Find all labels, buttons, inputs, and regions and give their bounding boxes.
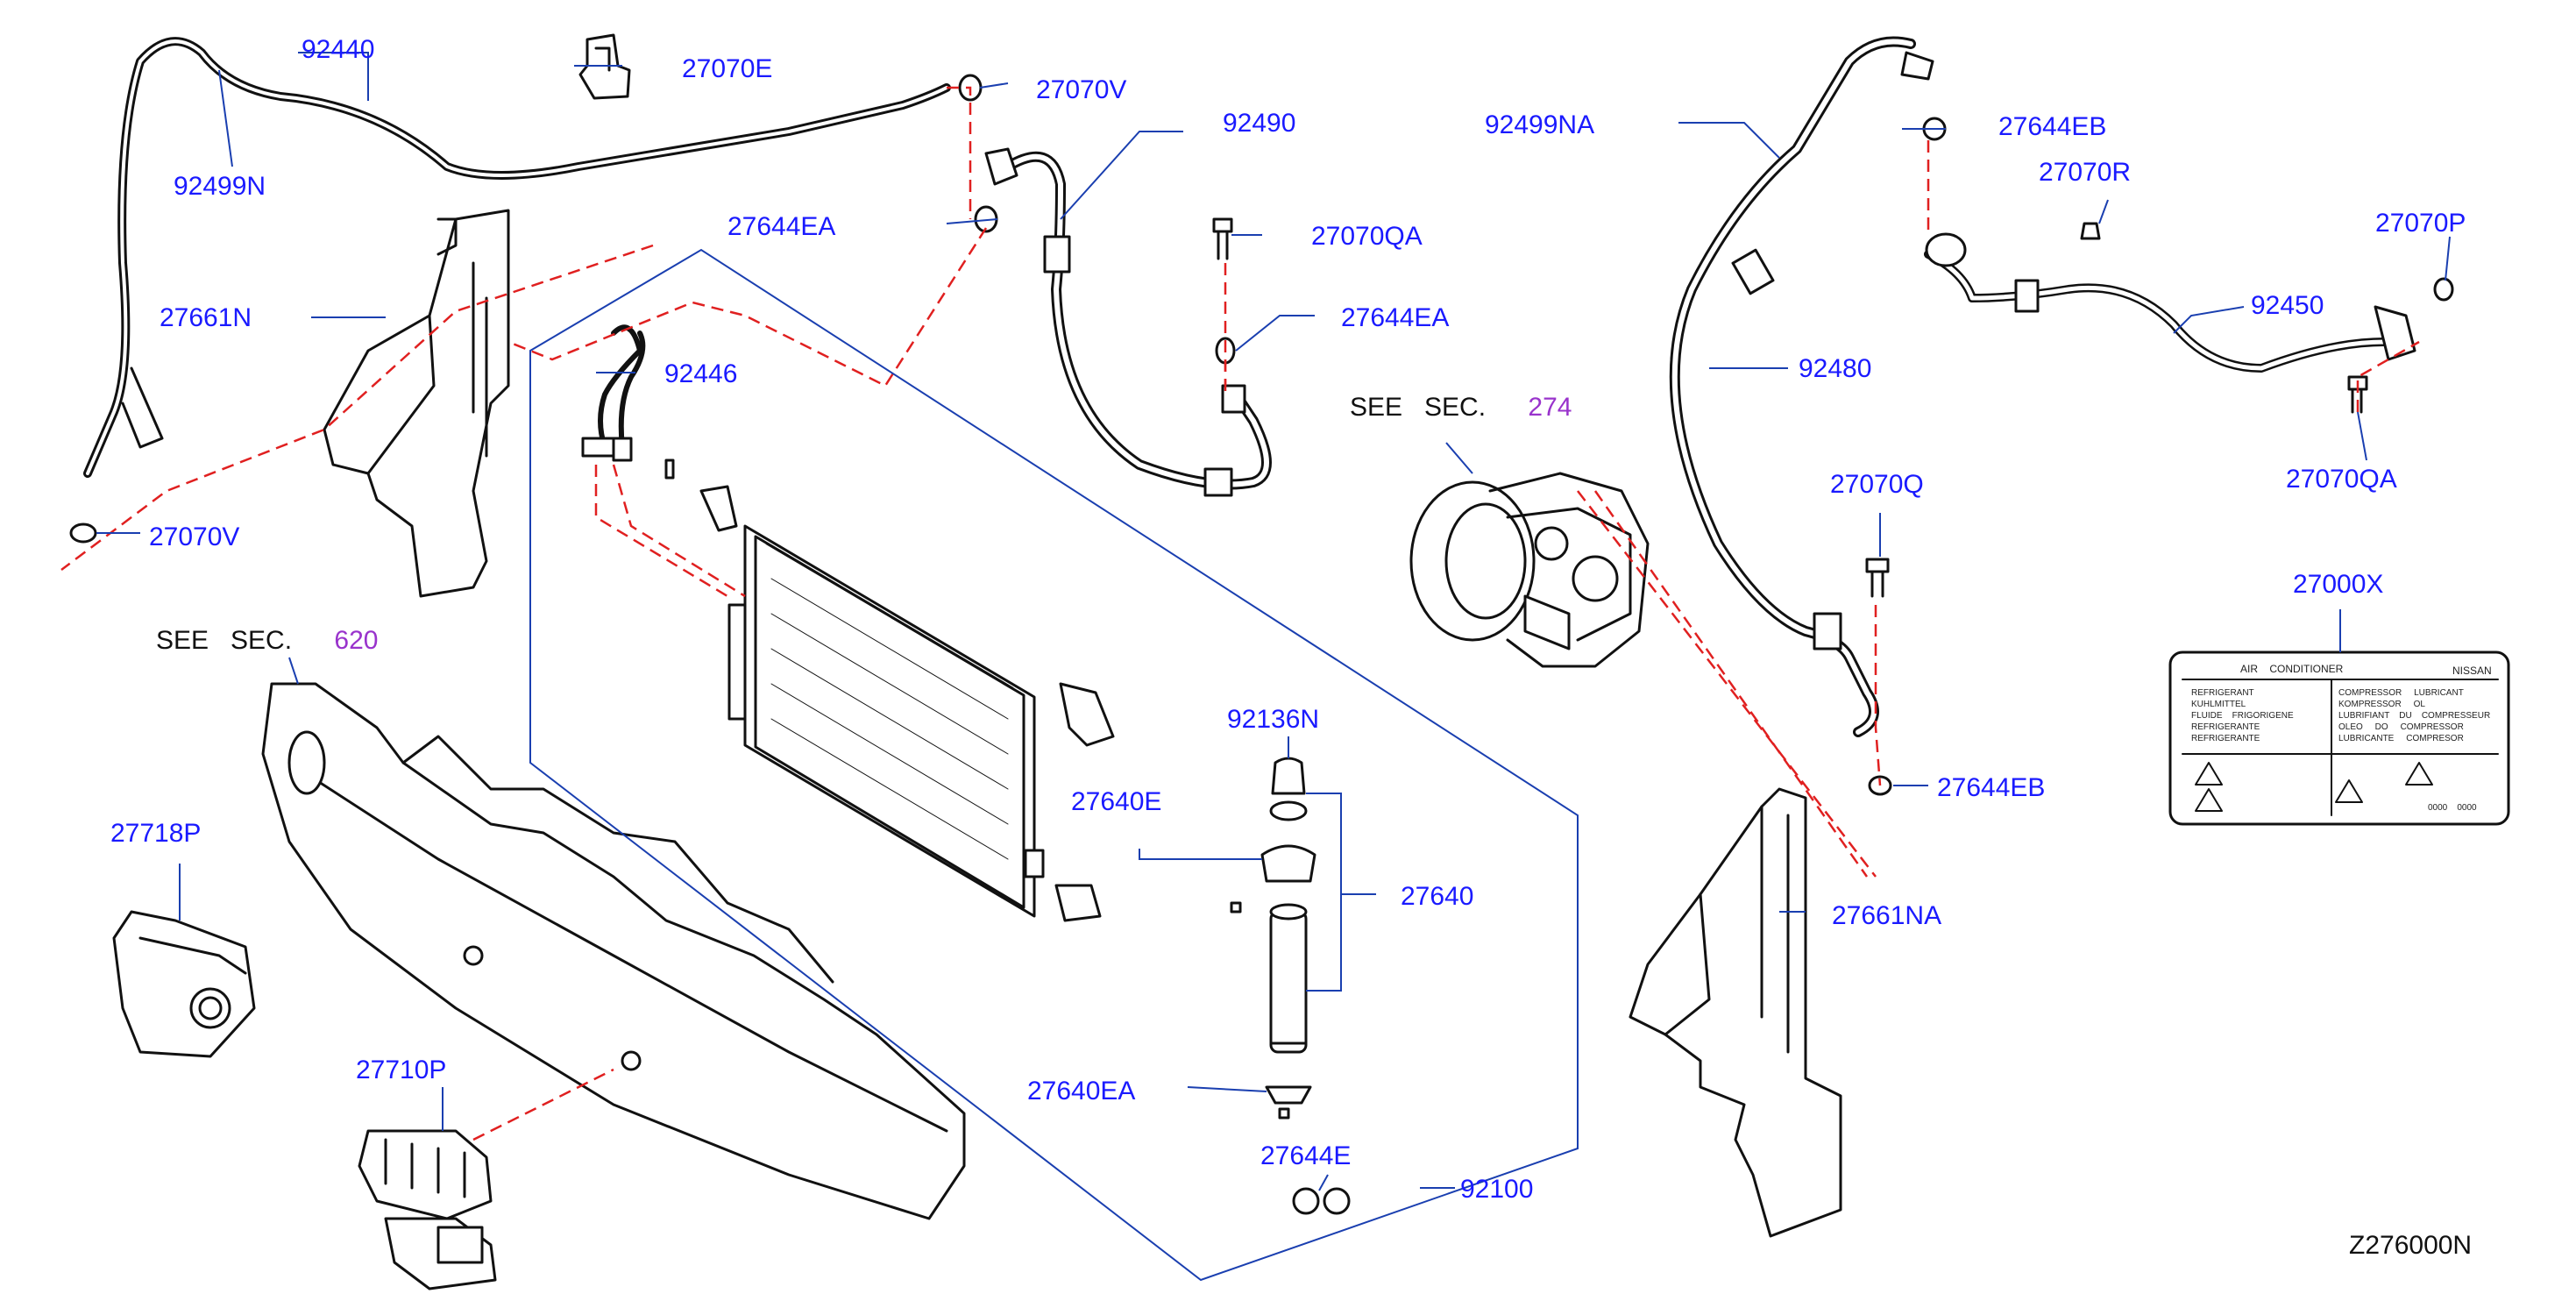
ac-label-title: AIR CONDITIONER [2240, 663, 2344, 675]
ac-label-left-col: REFRIGERANT KUHLMITTEL FLUIDE FRIGORIGEN… [2191, 687, 2294, 744]
ac-right-line: LUBRIFIANT DU COMPRESSEUR [2338, 711, 2491, 721]
condenser-92100 [699, 485, 1115, 922]
label-92440: 92440 [302, 35, 375, 64]
clip-27070r [2080, 222, 2101, 240]
harness-92446 [581, 324, 646, 462]
hose-92480 [1669, 36, 1934, 737]
label-27070v-top: 27070V [1036, 75, 1127, 104]
ref-see-sec-274: SEE SEC. 274 [1350, 395, 1572, 421]
ac-right-line: KOMPRESSOR OL [2338, 700, 2425, 709]
ref-620-prefix: SEE SEC. [156, 626, 293, 655]
label-27000x: 27000X [2293, 570, 2384, 599]
air-guide-27661n [323, 209, 510, 598]
assembly-lines [60, 86, 2420, 1141]
label-27710p: 27710P [356, 1056, 447, 1084]
label-27070r: 27070R [2039, 158, 2132, 187]
hose-92440 [83, 37, 951, 478]
label-92100: 92100 [1460, 1175, 1534, 1204]
label-92446: 92446 [664, 359, 738, 388]
label-27661n: 27661N [160, 303, 252, 332]
bolt-27070qa-mid [1212, 217, 1233, 260]
ac-right-line: OLEO DO COMPRESSOR [2338, 722, 2464, 732]
label-27661na: 27661NA [1832, 901, 1942, 930]
label-27644eb-top: 27644EB [1998, 112, 2107, 141]
label-27070v-left: 27070V [149, 523, 240, 551]
washer-27070v-left [69, 523, 97, 544]
screw-small [664, 459, 675, 480]
hose-92490 [984, 147, 1272, 497]
compressor [1409, 472, 1650, 668]
ref-620-number: 620 [334, 626, 379, 655]
label-92499n: 92499N [174, 172, 266, 201]
o-ring-27644e-b [1323, 1187, 1351, 1215]
ac-left-line: REFRIGERANTE [2191, 722, 2260, 732]
label-27070p: 27070P [2375, 209, 2466, 238]
label-27640e: 27640E [1071, 787, 1162, 816]
ac-left-line: KUHLMITTEL [2191, 700, 2246, 709]
label-27644eb-bot: 27644EB [1937, 773, 2046, 802]
label-92450: 92450 [2251, 291, 2324, 320]
label-92490: 92490 [1223, 109, 1296, 138]
label-27070qa-mid: 27070QA [1311, 222, 1423, 251]
ref-274-number: 274 [1528, 393, 1572, 422]
ac-left-line: FLUIDE FRIGORIGENE [2191, 711, 2294, 721]
label-27640ea: 27640EA [1027, 1077, 1136, 1105]
ac-right-line: LUBRICANTE COMPRESOR [2338, 734, 2464, 743]
ac-label-code: 0000 0000 [2428, 803, 2477, 813]
label-27070e: 27070E [682, 54, 773, 83]
label-92480: 92480 [1799, 354, 1872, 383]
air-guide-27661na [1629, 787, 1842, 1238]
receiver-27640 [1230, 757, 1316, 1120]
label-27644ea-top: 27644EA [727, 212, 836, 241]
o-ring-27644e-a [1292, 1187, 1320, 1215]
label-92499na: 92499NA [1485, 110, 1595, 139]
bolt-27070q [1865, 558, 1890, 598]
label-27070qa-right: 27070QA [2286, 465, 2397, 494]
label-27070q: 27070Q [1830, 470, 1924, 499]
ac-right-line: COMPRESSOR LUBRICANT [2338, 688, 2464, 698]
ac-label-right-col: COMPRESSOR LUBRICANT KOMPRESSOR OL LUBRI… [2338, 687, 2490, 744]
leader-lines [96, 52, 2451, 1191]
diagram-code: Z276000N [2349, 1231, 2473, 1260]
condenser-assembly-outline [529, 248, 1579, 1282]
label-27644ea-mid: 27644EA [1341, 303, 1450, 332]
ac-left-line: REFRIGERANT [2191, 688, 2254, 698]
bolt-27070qa-right [2347, 375, 2368, 414]
label-92136n: 92136N [1227, 705, 1320, 734]
ref-see-sec-620: SEE SEC. 620 [156, 628, 378, 654]
ac-left-line: REFRIGERANTE [2191, 734, 2260, 743]
label-27718p: 27718P [110, 819, 202, 848]
pipe-92450 [1924, 232, 2416, 373]
ref-274-prefix: SEE SEC. [1350, 393, 1487, 422]
washer-27070p [2433, 277, 2454, 302]
sensor-27718p [112, 910, 256, 1058]
clip-27070e [578, 33, 631, 100]
bumper-reinforcement [261, 682, 966, 1220]
label-27644e: 27644E [1260, 1141, 1352, 1170]
ac-label-brand: NISSAN [2452, 665, 2492, 677]
label-27640: 27640 [1401, 882, 1474, 911]
bracket-27710p [358, 1129, 497, 1290]
